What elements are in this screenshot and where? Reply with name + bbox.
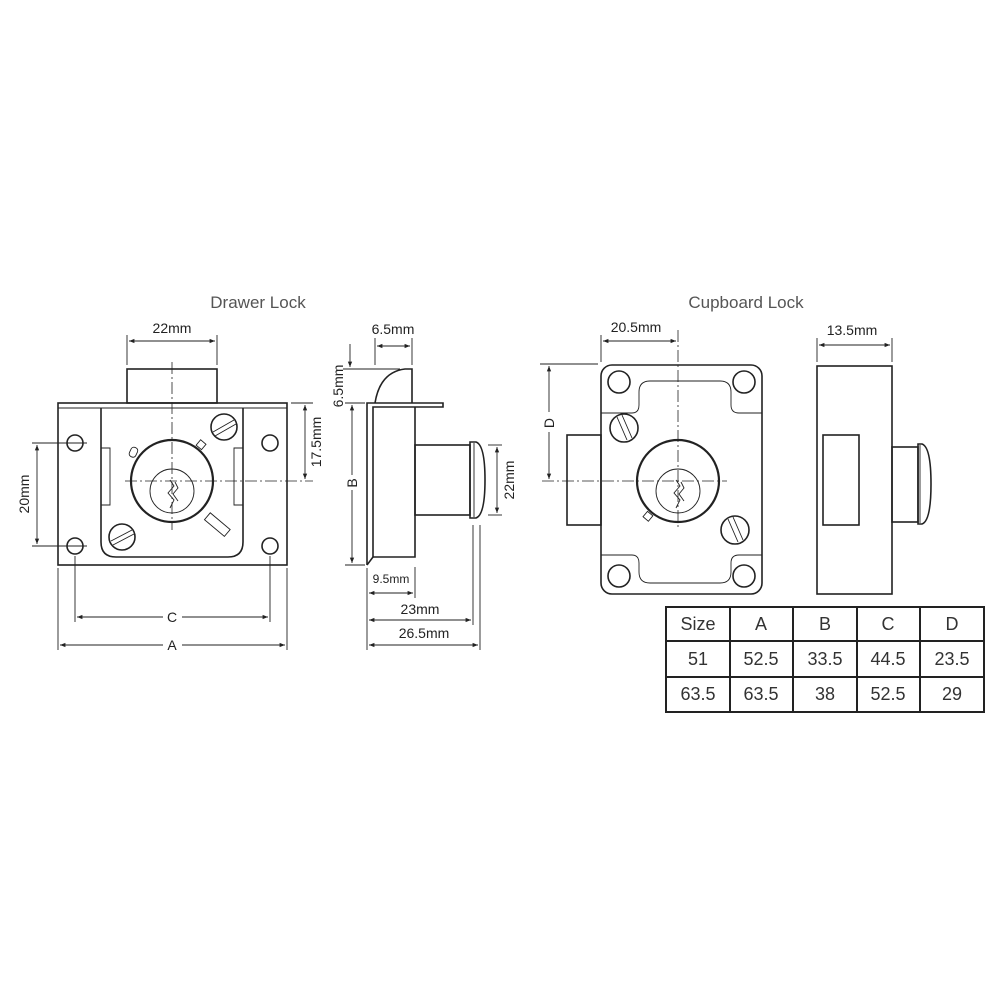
screw-icon xyxy=(210,413,238,441)
table-cell: 23.5 xyxy=(934,649,969,669)
table-cell: 63.5 xyxy=(680,684,715,704)
dim-d: D xyxy=(541,418,557,428)
mounting-hole xyxy=(732,370,756,394)
screw-icon xyxy=(609,413,639,443)
table-header-row: Size A B C D xyxy=(680,614,958,634)
table-cell: 51 xyxy=(688,649,708,669)
mounting-hole xyxy=(732,564,756,588)
table-row: 51 52.5 33.5 44.5 23.5 xyxy=(688,649,970,669)
dim-bolt-top-width: 6.5mm xyxy=(372,321,415,337)
mounting-hole xyxy=(607,370,631,394)
drawer-lock-front-view: Drawer Lock 22mm xyxy=(16,293,324,653)
table-cell: 44.5 xyxy=(870,649,905,669)
table-row: 63.5 63.5 38 52.5 29 xyxy=(680,684,962,704)
drawer-plate xyxy=(57,402,288,566)
dim-cylinder-diameter: 22mm xyxy=(501,461,517,500)
dim-depth-23: 23mm xyxy=(401,601,440,617)
mounting-hole xyxy=(607,564,631,588)
knob xyxy=(469,441,486,519)
mounting-hole xyxy=(261,537,279,555)
dim-bolt-offset: 20.5mm xyxy=(611,319,662,335)
dim-c: C xyxy=(167,609,177,625)
table-cell: 63.5 xyxy=(743,684,778,704)
table-cell: 52.5 xyxy=(743,649,778,669)
mounting-hole xyxy=(261,434,279,452)
screw-icon xyxy=(108,523,136,551)
dim-bolt-height: 6.5mm xyxy=(330,365,346,408)
table-cell: 29 xyxy=(942,684,962,704)
table-cell: 33.5 xyxy=(807,649,842,669)
table-header: C xyxy=(882,614,895,634)
table-header: B xyxy=(819,614,831,634)
dim-depth: 13.5mm xyxy=(827,322,878,338)
dim-body-depth: 9.5mm xyxy=(373,572,410,586)
table-header: Size xyxy=(680,614,715,634)
screw-icon xyxy=(720,515,750,545)
dim-bolt-width: 22mm xyxy=(153,320,192,336)
cupboard-lock-front-view: Cupboard Lock 20.5mm D xyxy=(540,293,804,595)
drawer-lock-side-view: 6.5mm 6.5mm B 9.5mm 23mm 26.5mm 22mm xyxy=(330,321,517,650)
table-cell: 52.5 xyxy=(870,684,905,704)
dim-depth-26: 26.5mm xyxy=(399,625,450,641)
cupboard-lock-side-view: 13.5mm xyxy=(816,322,932,595)
knob xyxy=(917,443,932,525)
table-header: D xyxy=(946,614,959,634)
cupboard-plate xyxy=(600,364,763,595)
cupboard-bolt xyxy=(566,434,602,526)
cupboard-lock-title: Cupboard Lock xyxy=(688,293,804,312)
dim-hole-spacing: 20mm xyxy=(16,475,32,514)
table-header: A xyxy=(755,614,767,634)
drawer-recess xyxy=(100,408,244,558)
size-table: Size A B C D 51 52.5 33.5 44.5 23.5 63.5… xyxy=(665,606,985,713)
dim-bolt-offset: 17.5mm xyxy=(308,417,324,468)
dim-a: A xyxy=(167,637,177,653)
dim-b: B xyxy=(344,478,360,487)
drawer-lock-title: Drawer Lock xyxy=(210,293,306,312)
table-cell: 38 xyxy=(815,684,835,704)
